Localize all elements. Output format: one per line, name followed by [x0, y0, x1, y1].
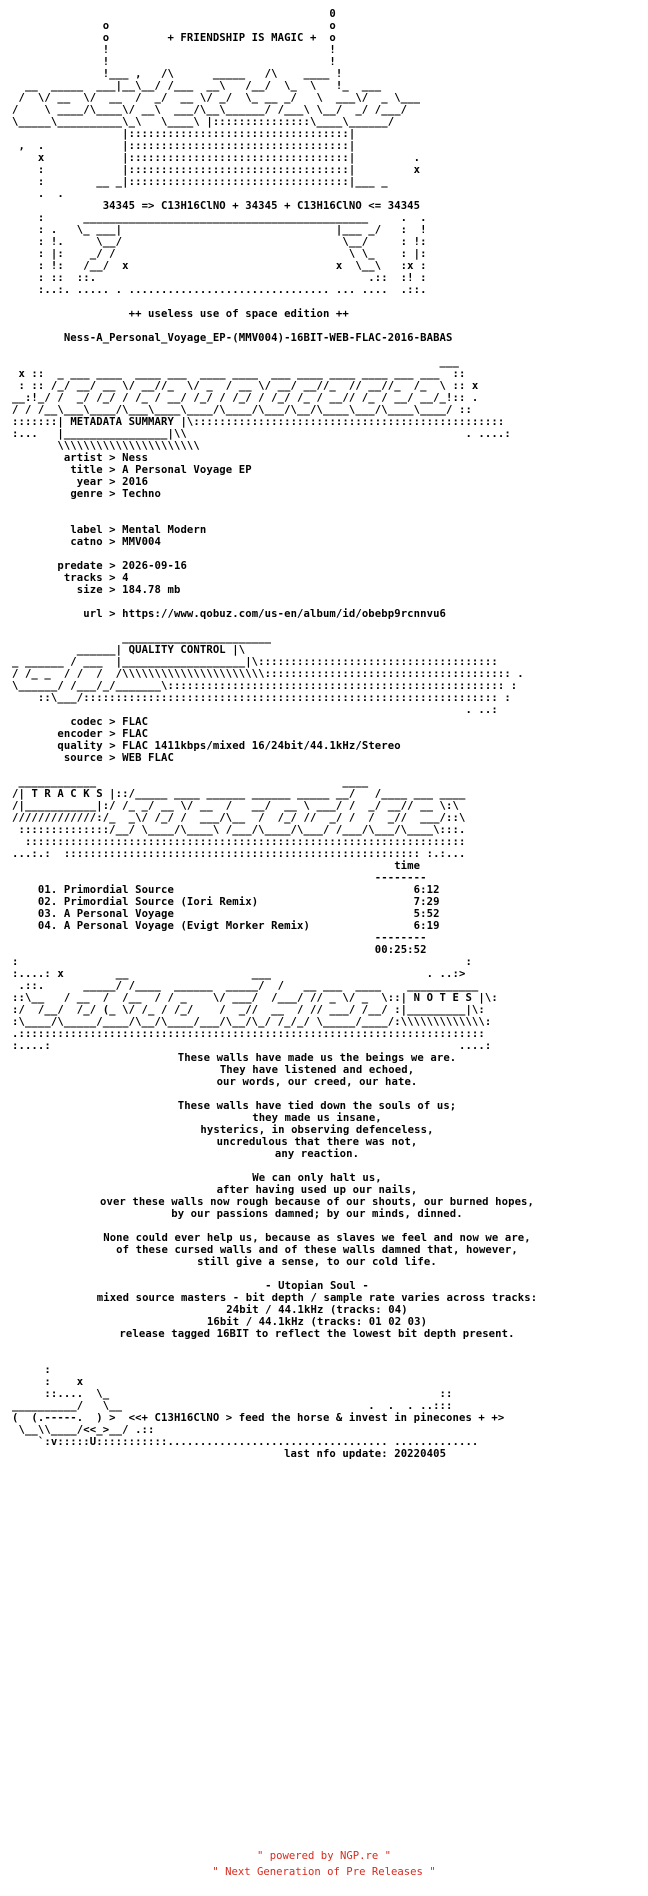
track-1-title: Primordial Source — [63, 884, 174, 896]
track-2-time: 7:29 — [413, 896, 440, 908]
logo-art: !___ , /\ _____ /\ ____ ! __ _____ ___|_… — [12, 68, 421, 200]
metadata-block: artist > Ness title > A Personal Voyage … — [57, 452, 447, 620]
nfo-document: 0 o o o + FRIENDSHIP IS MAGIC + o ! ! ! — [12, 8, 642, 1460]
source-note-line: mixed source masters - bit depth / sampl… — [96, 1292, 538, 1304]
poem-line: our words, our creed, our hate. — [216, 1076, 418, 1088]
formula: 34345 => C13H16ClNO + 34345 + C13H16ClNO… — [102, 200, 421, 212]
metadata-banner: ___ x :: _ ___ ____ ____ ___ ____ ____ _… — [12, 356, 511, 452]
metadata-title: METADATA SUMMARY — [70, 416, 174, 428]
poem-line: These walls have tied down the souls of … — [177, 1100, 457, 1112]
source-note-line: 24bit / 44.1kHz (tracks: 04) — [226, 1304, 408, 1316]
tracks-banner: ____________ ____ /| T R A C K S |::/___… — [12, 776, 466, 860]
footer: " powered by NGP.re " " Next Generation … — [0, 1848, 648, 1880]
poem-line: These walls have made us the beings we a… — [177, 1052, 457, 1064]
source-note-line: 16bit / 44.1kHz (tracks: 01 02 03) — [206, 1316, 428, 1328]
q-codec: FLAC — [122, 716, 149, 728]
poem-line: after having used up our nails, — [216, 1184, 418, 1196]
track-1-num: 01. — [37, 884, 58, 896]
tracklist: time -------- 01. Primordial Source 6:12… — [37, 860, 440, 956]
source-note: mixed source masters - bit depth / sampl… — [12, 1292, 622, 1340]
poem-line: over these walls now rough because of ou… — [99, 1196, 535, 1208]
meta-year: 2016 — [122, 476, 149, 488]
ngp-powered-link[interactable]: " powered by NGP.re " — [257, 1850, 391, 1862]
meta-url: https://www.qobuz.com/us-en/album/id/obe… — [122, 608, 447, 620]
meta-title: A Personal Voyage EP — [122, 464, 252, 476]
poem-line: uncredulous that there was not, — [216, 1136, 418, 1148]
q-quality: FLAC 1411kbps/mixed 16/24bit/44.1kHz/Ste… — [122, 740, 401, 752]
banner-top: 0 o o o + FRIENDSHIP IS MAGIC + o ! ! ! — [102, 8, 336, 68]
notes-banner: : : :....: x __ ___ . ..:> .::. _____/ /… — [12, 956, 498, 1052]
quality-block: codec > FLAC encoder > FLAC quality > FL… — [57, 716, 401, 764]
track-4-num: 04. — [37, 920, 58, 932]
closing-art: : : x ::.... \_ :: __________/ \__ . . .… — [12, 1364, 505, 1460]
quality-banner: _______________________ ______| QUALITY … — [12, 632, 524, 716]
track-3-time: 5:52 — [413, 908, 440, 920]
edition-text: ++ useless use of space edition ++ — [128, 308, 349, 320]
poem-line: - Utopian Soul - — [265, 1280, 369, 1292]
time-header: time — [394, 860, 421, 872]
poem-line: They have listened and echoed, — [219, 1064, 415, 1076]
tracks-title: T R A C K S — [31, 788, 103, 800]
poem-line: of these cursed walls and of these walls… — [116, 1244, 518, 1256]
release-name: Ness-A_Personal_Voyage_EP-(MMV004)-16BIT… — [63, 332, 453, 344]
ngp-tagline-link[interactable]: " Next Generation of Pre Releases " — [212, 1866, 436, 1878]
poem-line: any reaction. — [274, 1148, 360, 1160]
meta-tracks: 4 — [122, 572, 129, 584]
quality-title: QUALITY CONTROL — [128, 644, 226, 656]
poem-line: hysterics, in observing defenceless, — [200, 1124, 434, 1136]
arch-art: : ______________________________________… — [37, 212, 427, 296]
meta-genre: Techno — [122, 488, 162, 500]
meta-artist: Ness — [122, 452, 149, 464]
closing-tagline: C13H16ClNO > feed the horse & invest in … — [154, 1412, 485, 1424]
track-4-time: 6:19 — [413, 920, 440, 932]
source-note-line: release tagged 16BIT to reflect the lowe… — [119, 1328, 515, 1340]
track-2-num: 02. — [37, 896, 58, 908]
track-1-time: 6:12 — [413, 884, 440, 896]
track-3-num: 03. — [37, 908, 58, 920]
q-source: WEB FLAC — [122, 752, 174, 764]
formula-line: 34345 => C13H16ClNO + 34345 + C13H16ClNO… — [12, 200, 642, 212]
meta-catno: MMV004 — [122, 536, 162, 548]
notes-poem: These walls have made us the beings we a… — [12, 1052, 622, 1292]
q-encoder: FLAC — [122, 728, 149, 740]
meta-label: Mental Modern — [122, 524, 207, 536]
meta-size: 184.78 mb — [122, 584, 181, 596]
poem-line: We can only halt us, — [252, 1172, 382, 1184]
meta-predate: 2026-09-16 — [122, 560, 187, 572]
total-time: 00:25:52 — [374, 944, 427, 956]
track-4-title: A Personal Voyage (Evigt Morker Remix) — [63, 920, 311, 932]
last-update: 20220405 — [394, 1448, 447, 1460]
notes-title: N O T E S — [413, 992, 472, 1004]
edition-line: ++ useless use of space edition ++ Ness-… — [12, 296, 642, 356]
track-2-title: Primordial Source (Iori Remix) — [63, 896, 259, 908]
poem-line: None could ever help us, because as slav… — [103, 1232, 531, 1244]
poem-line: by our passions damned; by our minds, di… — [171, 1208, 463, 1220]
poem-line: still give a sense, to our cold life. — [197, 1256, 437, 1268]
poem-line: they made us insane, — [252, 1112, 382, 1124]
track-3-title: A Personal Voyage — [63, 908, 174, 920]
